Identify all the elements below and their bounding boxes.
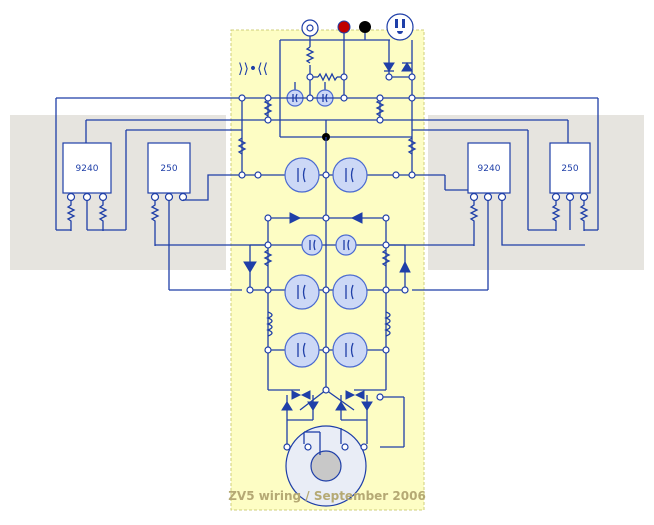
motor-hub: [310, 450, 342, 482]
right-module-250: 250: [549, 142, 591, 231]
right-module-9240: 9240: [467, 142, 585, 290]
inductors: [266, 311, 391, 337]
protection-diodes-top: [383, 62, 413, 72]
right-module-250-label: 250: [561, 164, 578, 174]
input-jacks: [301, 13, 414, 41]
left-module-250-label: 250: [160, 164, 177, 174]
zener-diodes-center: [243, 212, 411, 273]
left-module-9240: 9240: [62, 142, 112, 231]
black-terminal: [359, 21, 371, 33]
left-side-panel: [10, 115, 226, 270]
motor: [283, 425, 368, 507]
junction-points: [238, 73, 416, 401]
right-side-panel: [428, 115, 644, 270]
diagram-caption: ZV5 wiring / September 2006: [228, 489, 426, 503]
right-module-9240-label: 9240: [478, 164, 501, 174]
power-outlet-icon: [386, 13, 414, 41]
capacitor-bank: [284, 157, 368, 368]
red-terminal: [337, 20, 351, 34]
signal-symbol: ⟩⟩•⟨⟨: [238, 61, 268, 77]
left-module-250: 250: [147, 142, 242, 290]
bridge-diodes: [281, 390, 373, 411]
left-module-9240-label: 9240: [76, 164, 99, 174]
